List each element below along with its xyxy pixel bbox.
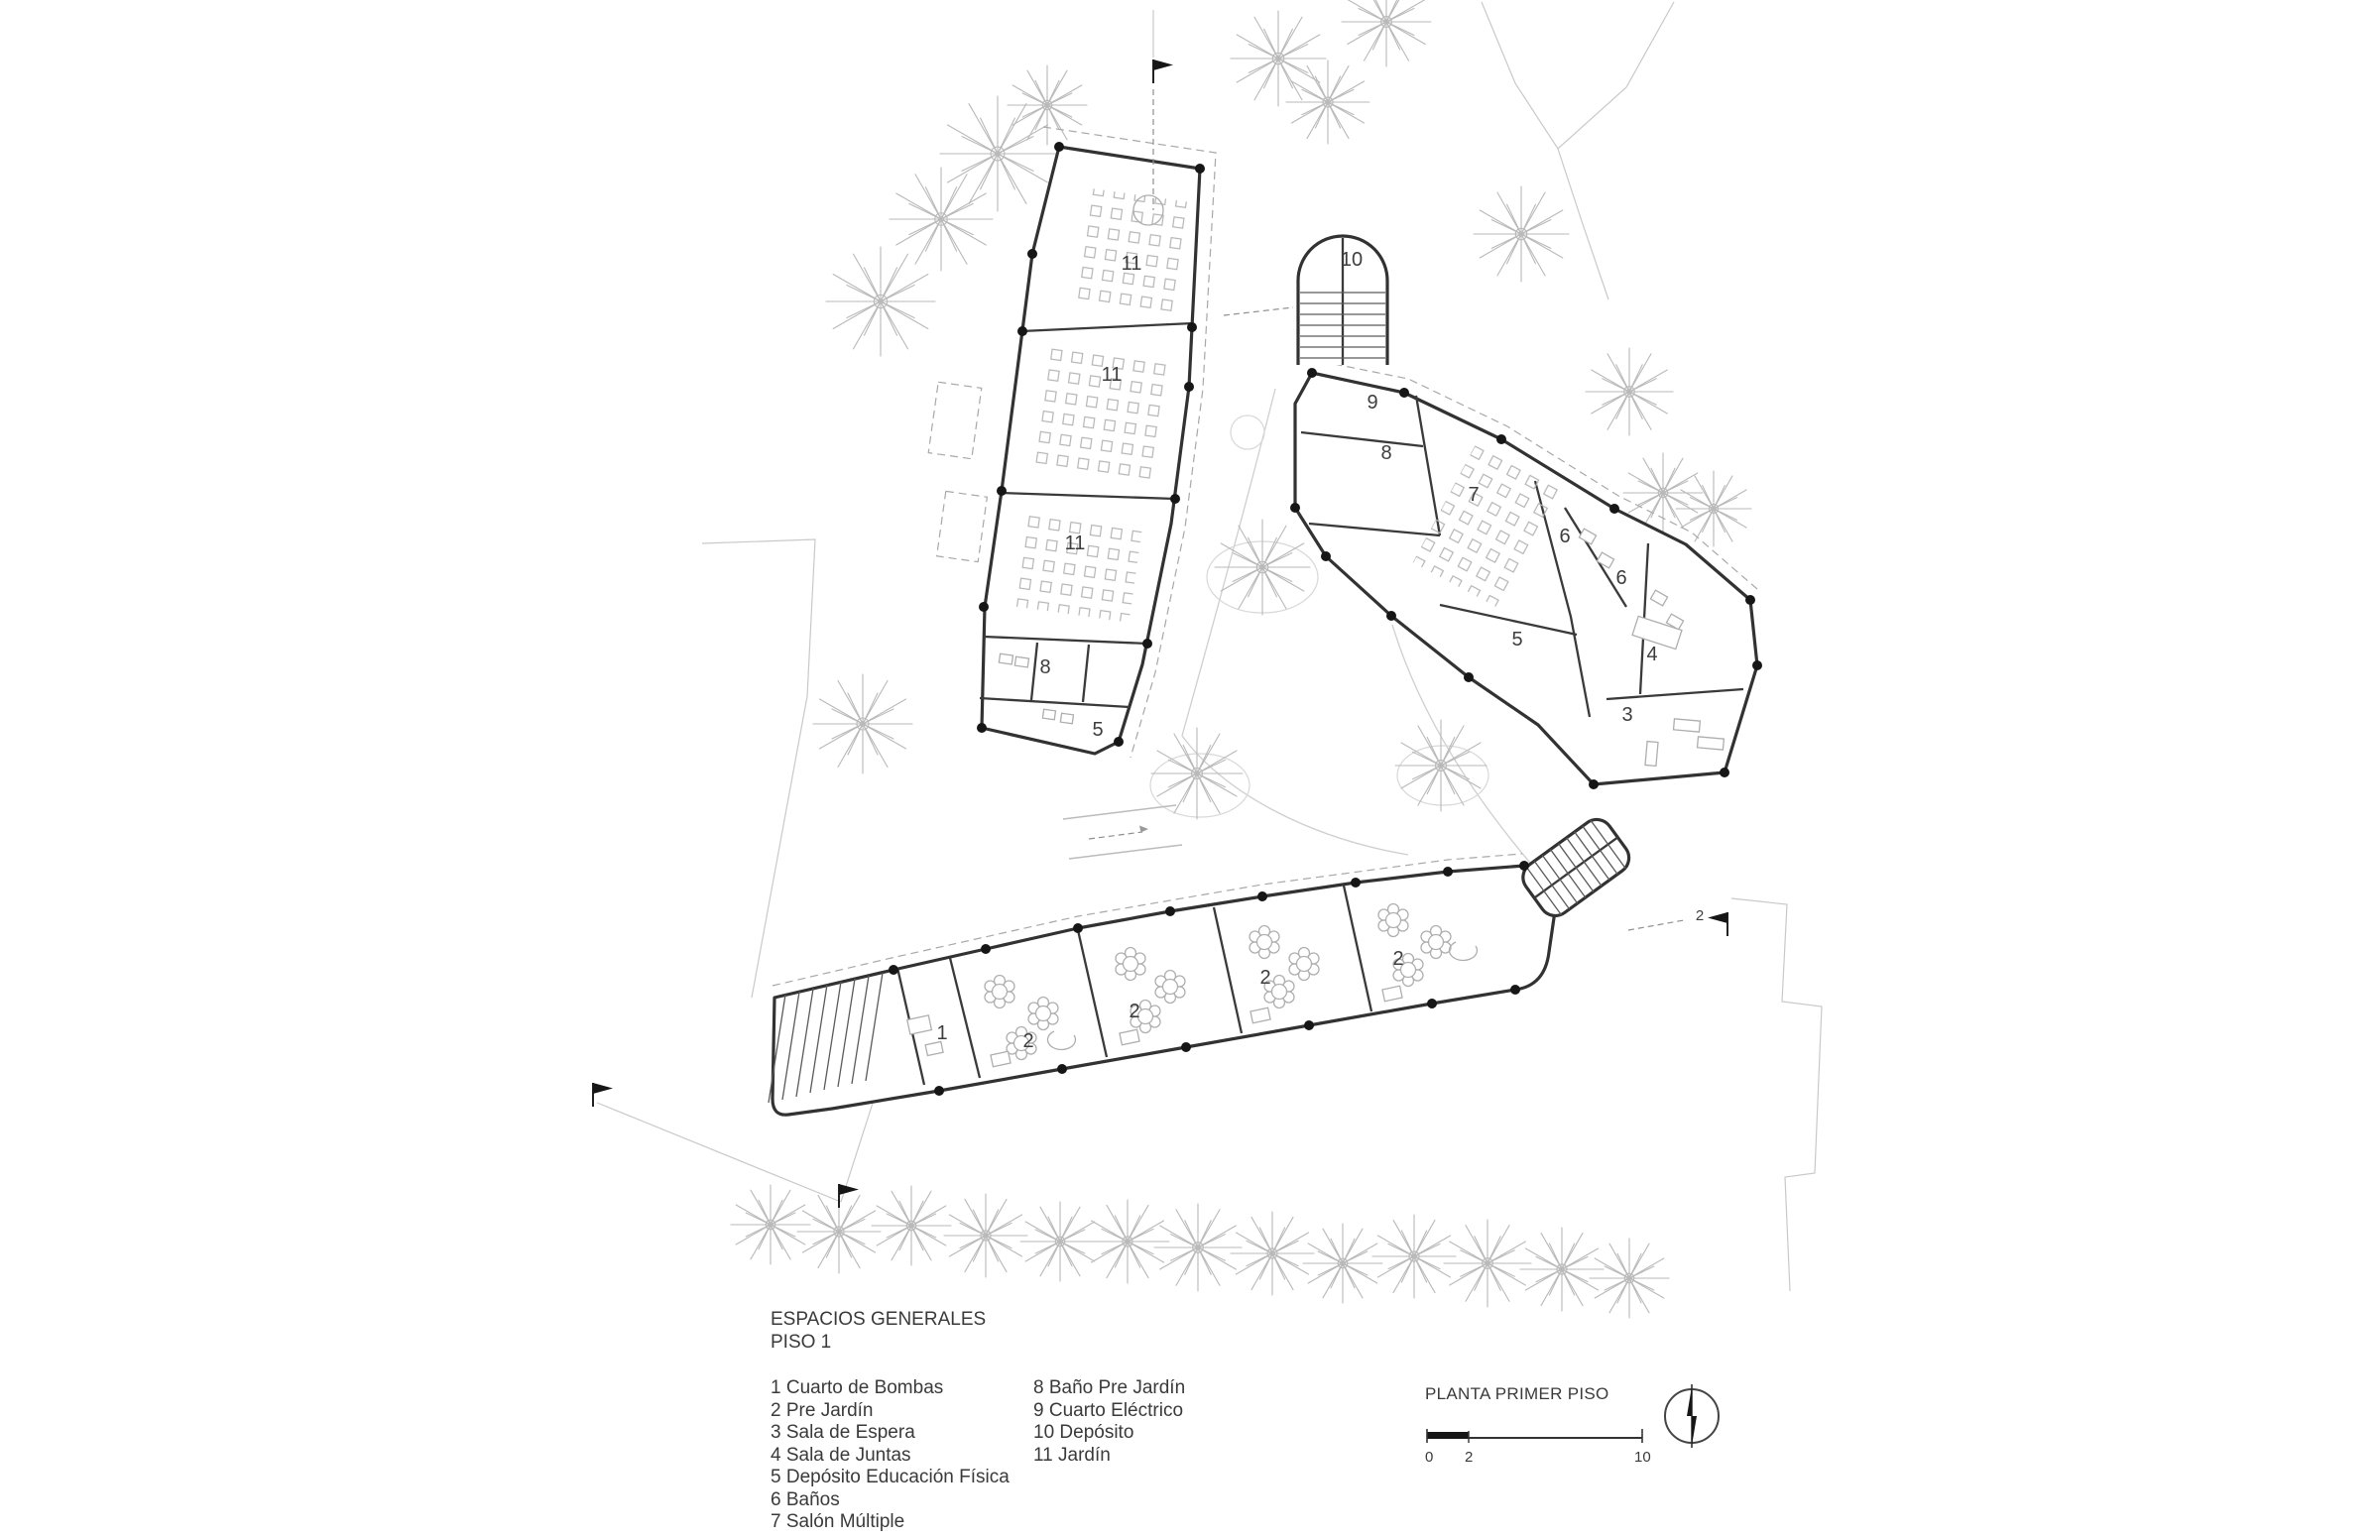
room-number-label: 4 — [1646, 644, 1657, 665]
section-flag-bottom — [838, 1183, 860, 1209]
canopy-dashed-lines — [772, 126, 1758, 987]
room-number-label: 5 — [1092, 719, 1103, 741]
plan-title-line2: PISO 1 — [771, 1331, 832, 1353]
legend-item: 8 Baño Pre Jardín — [1033, 1377, 1186, 1398]
building-prejardin-wing — [768, 864, 1559, 1117]
legend-item: 7 Salón Múltiple — [771, 1511, 905, 1532]
stair-right — [1521, 817, 1685, 931]
room-number-label: 9 — [1367, 392, 1377, 414]
room-number-label: 11 — [1065, 533, 1086, 554]
legend-block: ESPACIOS GENERALES PISO 1 1 Cuarto de Bo… — [771, 1309, 1185, 1534]
structural-columns — [889, 142, 1762, 1096]
building-jardin-wing — [979, 145, 1202, 756]
room-number-label: 2 — [1129, 1001, 1139, 1022]
jardin-wing-furniture — [998, 187, 1190, 725]
room-number-label: 6 — [1559, 526, 1570, 547]
plan-title-line1: ESPACIOS GENERALES — [771, 1309, 987, 1330]
prejardin-inner-walls — [895, 885, 1373, 1086]
building-services-wing — [1293, 371, 1759, 786]
room-number-label: 11 — [1102, 364, 1123, 386]
room-number-label: 3 — [1621, 704, 1632, 726]
legend-item: 9 Cuarto Eléctrico — [1033, 1399, 1184, 1421]
legend-item: 1 Cuarto de Bombas — [771, 1377, 944, 1398]
legend-item: 6 Baños — [771, 1488, 840, 1510]
room-number-label: 1 — [936, 1022, 947, 1044]
section-flag-top — [1152, 59, 1174, 84]
north-arrow-icon — [1664, 1384, 1720, 1448]
section-markers — [592, 59, 1728, 1209]
stair-upper — [1223, 234, 1389, 365]
section-flag-right — [1707, 911, 1728, 937]
plan-title: ESPACIOS GENERALES PISO 1 — [771, 1309, 1185, 1354]
room-number-label: 2 — [1392, 948, 1403, 970]
jardin-wing-inner-walls — [979, 321, 1194, 709]
walkway-arrow-icon — [1139, 825, 1148, 833]
site-context-lines — [596, 1, 1823, 1292]
room-number-label: 11 — [1122, 253, 1142, 275]
legend-item: 4 Sala de Juntas — [771, 1444, 911, 1466]
room-number-label: 5 — [1511, 629, 1522, 651]
room-number-label: 10 — [1341, 249, 1363, 271]
legend-item: 3 Sala de Espera — [771, 1422, 915, 1443]
section-flag-left — [592, 1082, 614, 1108]
legend-item: 10 Depósito — [1033, 1422, 1134, 1443]
legend-item: 2 Pre Jardín — [771, 1399, 874, 1421]
scale-bar: 0 2 10 — [1425, 1429, 1651, 1466]
prejardin-stair-treads — [768, 972, 884, 1104]
scale-tick-10: 10 — [1634, 1449, 1651, 1466]
services-wing-inner-walls — [1300, 395, 1744, 718]
room-number-label: 8 — [1380, 442, 1391, 464]
legend-item: 5 Depósito Educación Física — [771, 1467, 1010, 1487]
room-number-labels: 11 11 11 10 9 8 7 6 6 5 4 3 8 5 1 2 2 2 2 2 — [936, 249, 1704, 1052]
walkway — [1062, 804, 1183, 860]
room-number-label: 8 — [1039, 656, 1050, 678]
services-wing-furniture — [1412, 439, 1726, 768]
legend-item: 11 Jardín — [1033, 1444, 1111, 1466]
scale-tick-0: 0 — [1425, 1449, 1433, 1466]
room-number-label: 2 — [1259, 967, 1270, 989]
room-number-label: 2 — [1696, 907, 1704, 924]
room-number-label: 7 — [1468, 484, 1479, 506]
room-number-label: 2 — [1022, 1030, 1033, 1052]
scale-bar-block: PLANTA PRIMER PISO 0 2 10 — [1425, 1384, 1663, 1473]
room-number-label: 6 — [1615, 567, 1626, 589]
north-arrow-block — [1654, 1378, 1729, 1459]
scale-tick-2: 2 — [1465, 1449, 1473, 1466]
prejardin-furniture — [906, 902, 1479, 1068]
scale-bar-title: PLANTA PRIMER PISO — [1425, 1384, 1609, 1403]
